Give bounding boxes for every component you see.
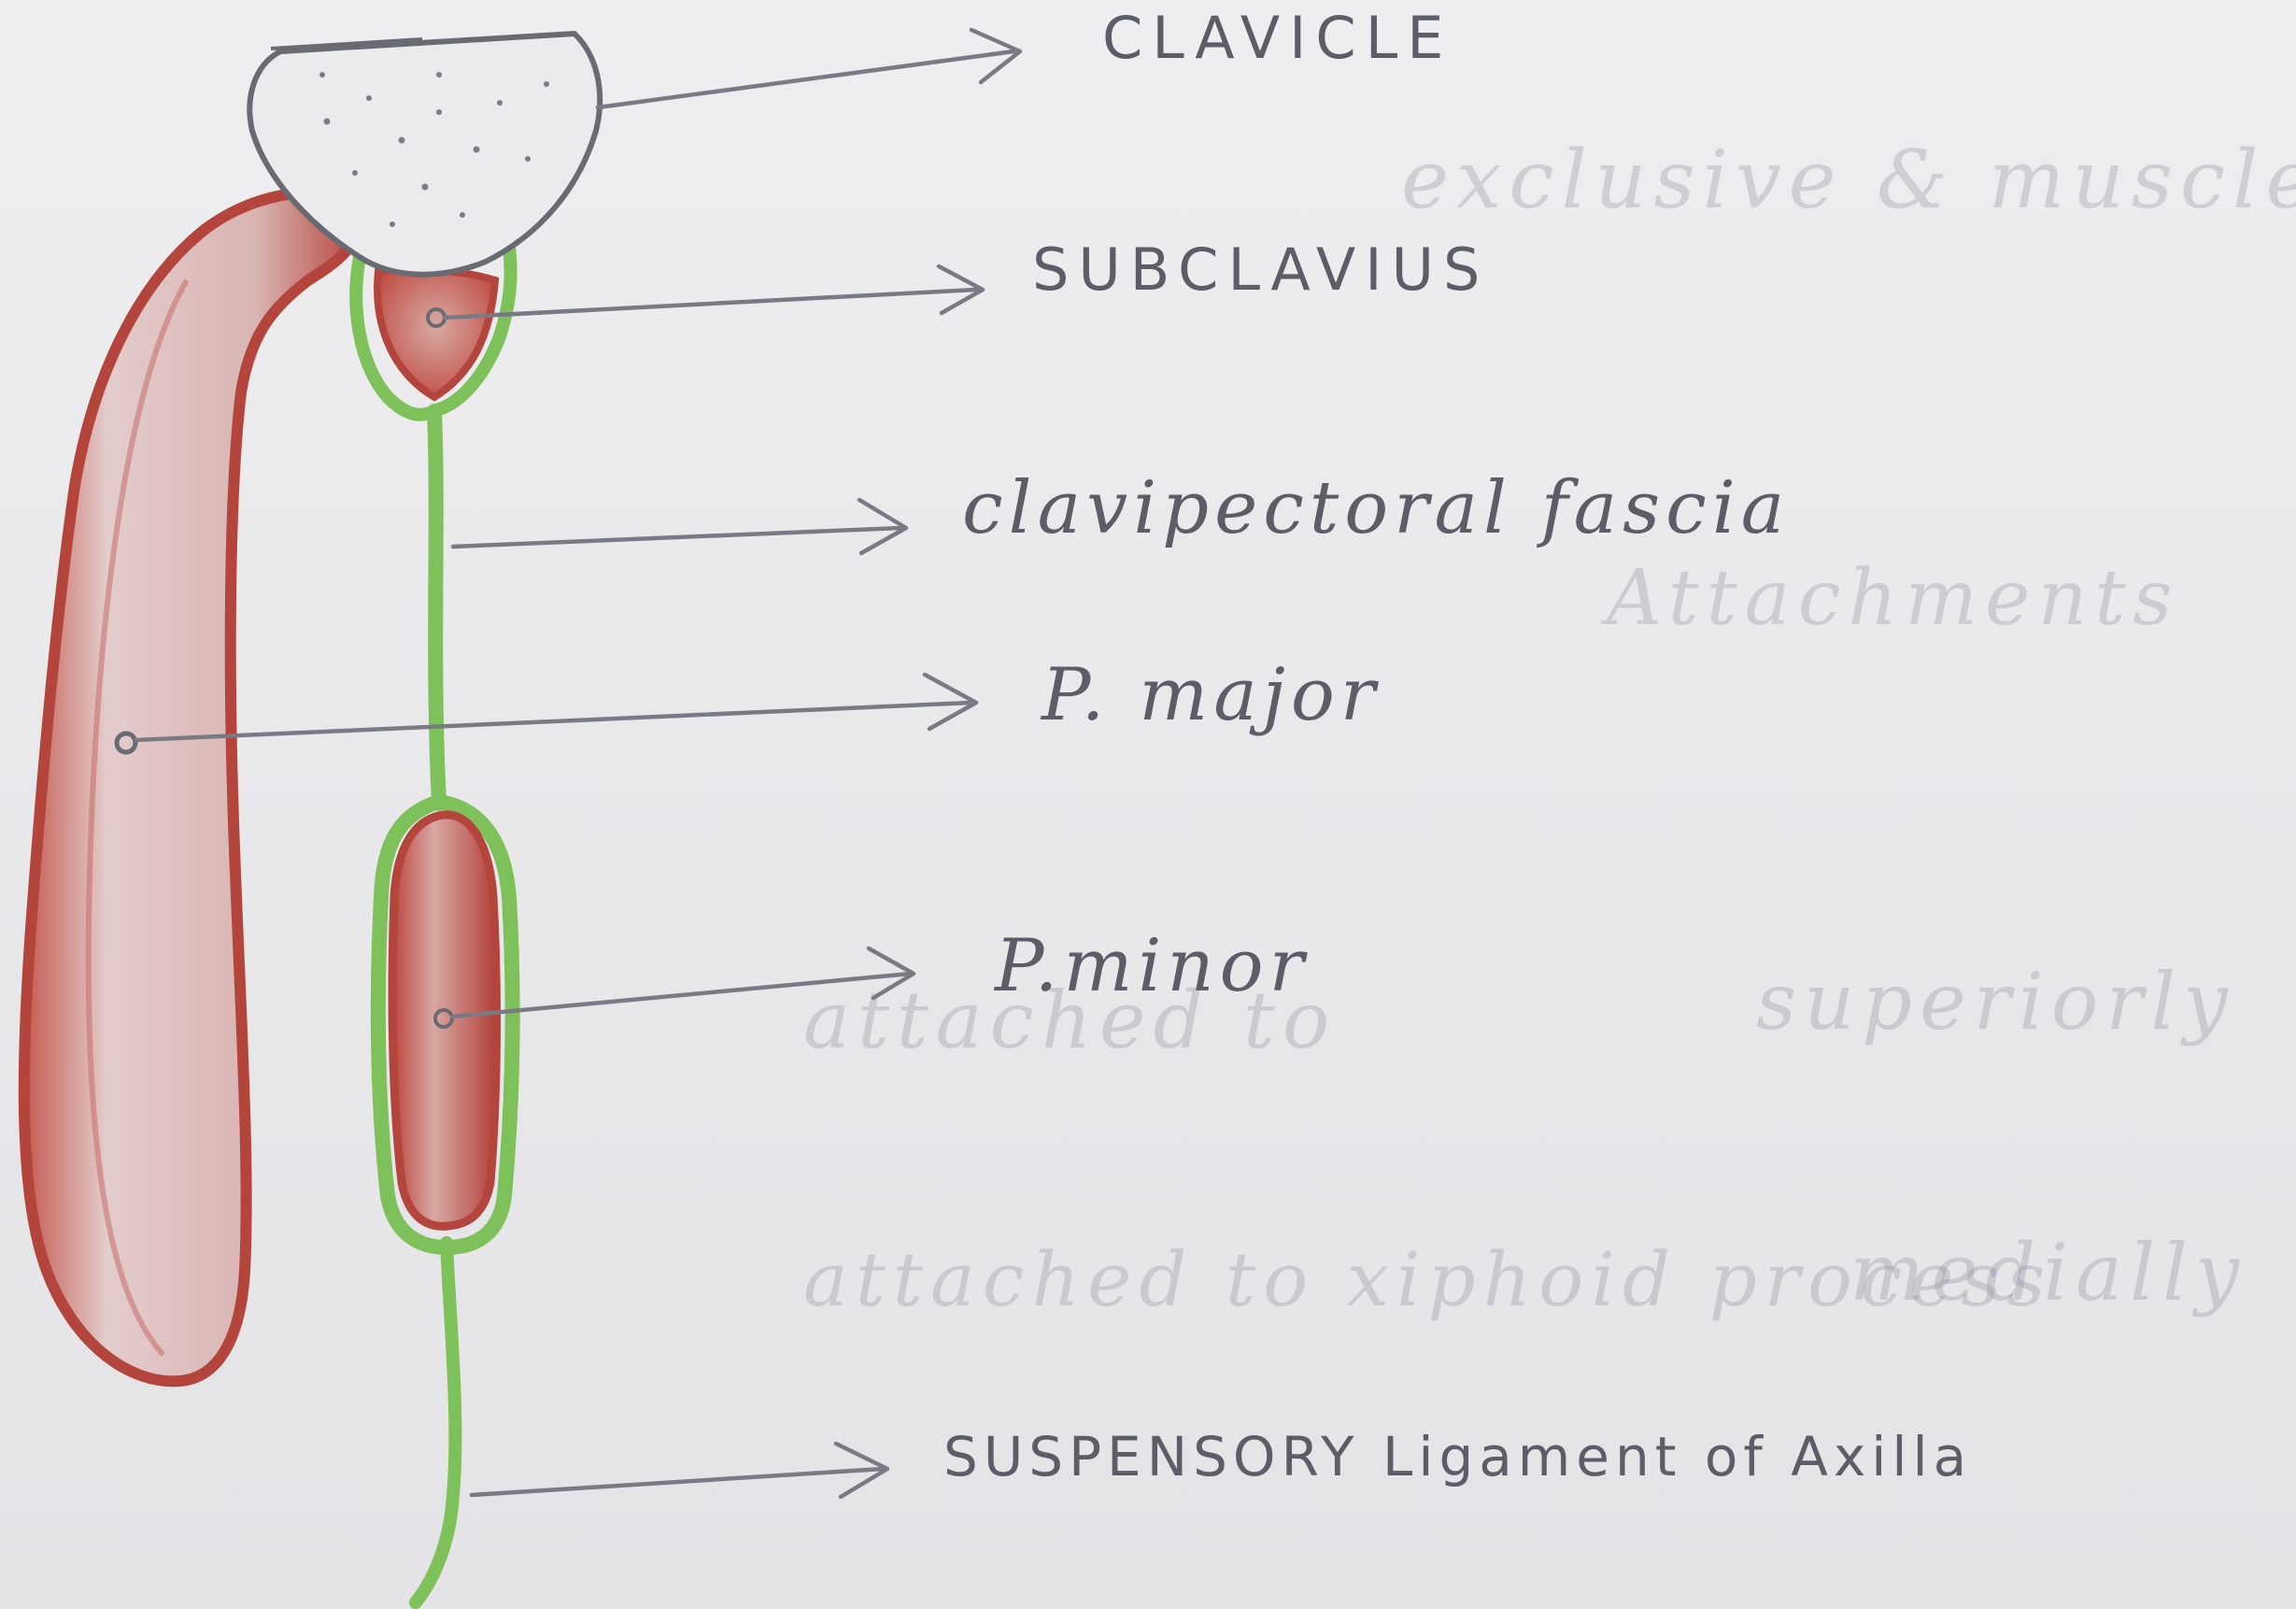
pectoralis-minor-label: P.minor bbox=[995, 930, 1310, 1003]
pectoralis-major-leader-line bbox=[136, 703, 971, 740]
pectoralis-major-muscle bbox=[24, 190, 356, 1381]
subclavius-label: SUBCLAVIUS bbox=[1032, 241, 1489, 299]
clavipectoral-fascia-line bbox=[434, 411, 439, 804]
suspensory-ligament-leader-line bbox=[472, 1469, 883, 1495]
suspensory-ligament-label: SUSPENSORY Ligament of Axilla bbox=[943, 1430, 1972, 1484]
clavicle-label: CLAVICLE bbox=[1102, 9, 1453, 67]
pectoralis-minor-leader-line bbox=[452, 974, 911, 1017]
subclavius-leader-line bbox=[445, 290, 976, 318]
pectoralis-major-label: P. major bbox=[1042, 659, 1381, 732]
clavicle-leader-line bbox=[598, 51, 1013, 107]
clavipectoral-fascia-label: clavipectoral fascia bbox=[962, 472, 1790, 545]
clavipectoral-fascia-leader-line bbox=[453, 528, 901, 547]
suspensory-ligament-line bbox=[416, 1243, 455, 1602]
pectoralis-minor-muscle bbox=[392, 815, 496, 1226]
